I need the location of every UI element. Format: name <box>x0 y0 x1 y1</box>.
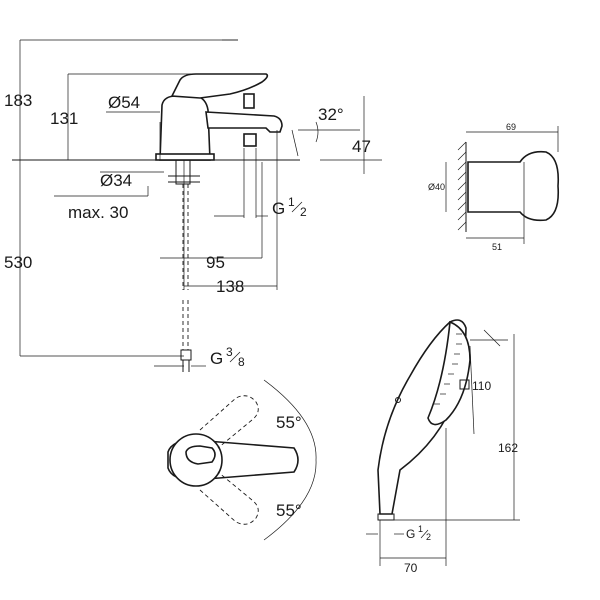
label-g38-base: G <box>210 349 223 368</box>
label-hs-g12-num: 1 <box>418 524 423 534</box>
top-view-indicator <box>185 445 216 465</box>
label-183: 183 <box>4 91 32 110</box>
angle-ray <box>291 129 299 157</box>
label-47: 47 <box>352 137 371 156</box>
faucet-lever <box>170 73 269 99</box>
label-70: 70 <box>404 561 418 575</box>
label-131: 131 <box>50 109 78 128</box>
shower-outlet <box>243 133 257 147</box>
label-g38-num: 3 <box>226 345 233 359</box>
g12-slash <box>291 201 303 213</box>
square-symbol <box>459 379 470 390</box>
label-g38-den: 8 <box>238 355 245 369</box>
angle-arc <box>315 121 319 143</box>
dim-110-tick-top <box>483 329 501 347</box>
label-g12-base: G <box>272 199 285 218</box>
label-110: 110 <box>472 379 491 393</box>
label-530: 530 <box>4 253 32 272</box>
hand-shower: 110 162 G 1 2 70 <box>366 319 520 575</box>
angle-arc-bottom <box>263 459 317 541</box>
handshower-head <box>427 320 471 426</box>
ghost-lever-bottom <box>199 471 259 525</box>
label-hs-g12-base: G <box>406 527 415 541</box>
wall-hatch <box>457 141 467 231</box>
handshower-button <box>395 397 401 403</box>
label-hs-g12-den: 2 <box>426 532 431 542</box>
label-51: 51 <box>492 242 502 252</box>
label-g12-num: 1 <box>288 195 295 209</box>
label-69: 69 <box>506 122 516 132</box>
faucet-body <box>159 95 211 161</box>
spray-nozzles <box>434 333 462 405</box>
label-95: 95 <box>206 253 225 272</box>
hose-nut <box>180 349 192 361</box>
faucet-top-view: 55° 55° <box>167 379 317 541</box>
mounting-stud <box>175 159 191 185</box>
label-angle-bottom: 55° <box>276 501 302 520</box>
label-162: 162 <box>498 441 518 455</box>
g38-slash <box>229 351 241 363</box>
label-g12-den: 2 <box>300 205 307 219</box>
dim-110-ext <box>469 345 475 435</box>
ghost-lever-top <box>199 395 259 449</box>
faucet-side-view: 183 131 Ø54 32° 47 Ø34 max. 30 G 1 2 530… <box>4 39 382 372</box>
label-40: Ø40 <box>428 182 445 192</box>
label-max: max. 30 <box>68 203 128 222</box>
label-angle: 32° <box>318 105 344 124</box>
label-34: Ø34 <box>100 171 132 190</box>
angle-arc-top <box>263 379 317 461</box>
hs-g12-slash <box>420 529 429 539</box>
holder-body <box>467 150 560 222</box>
faucet-spout <box>205 111 283 133</box>
label-54: Ø54 <box>108 93 140 112</box>
label-138: 138 <box>216 277 244 296</box>
label-angle-top: 55° <box>276 413 302 432</box>
handshower-connector <box>377 513 395 521</box>
diverter-knob <box>243 93 255 109</box>
faucet-base <box>155 153 215 161</box>
wall-holder: 69 Ø40 51 <box>428 122 560 252</box>
